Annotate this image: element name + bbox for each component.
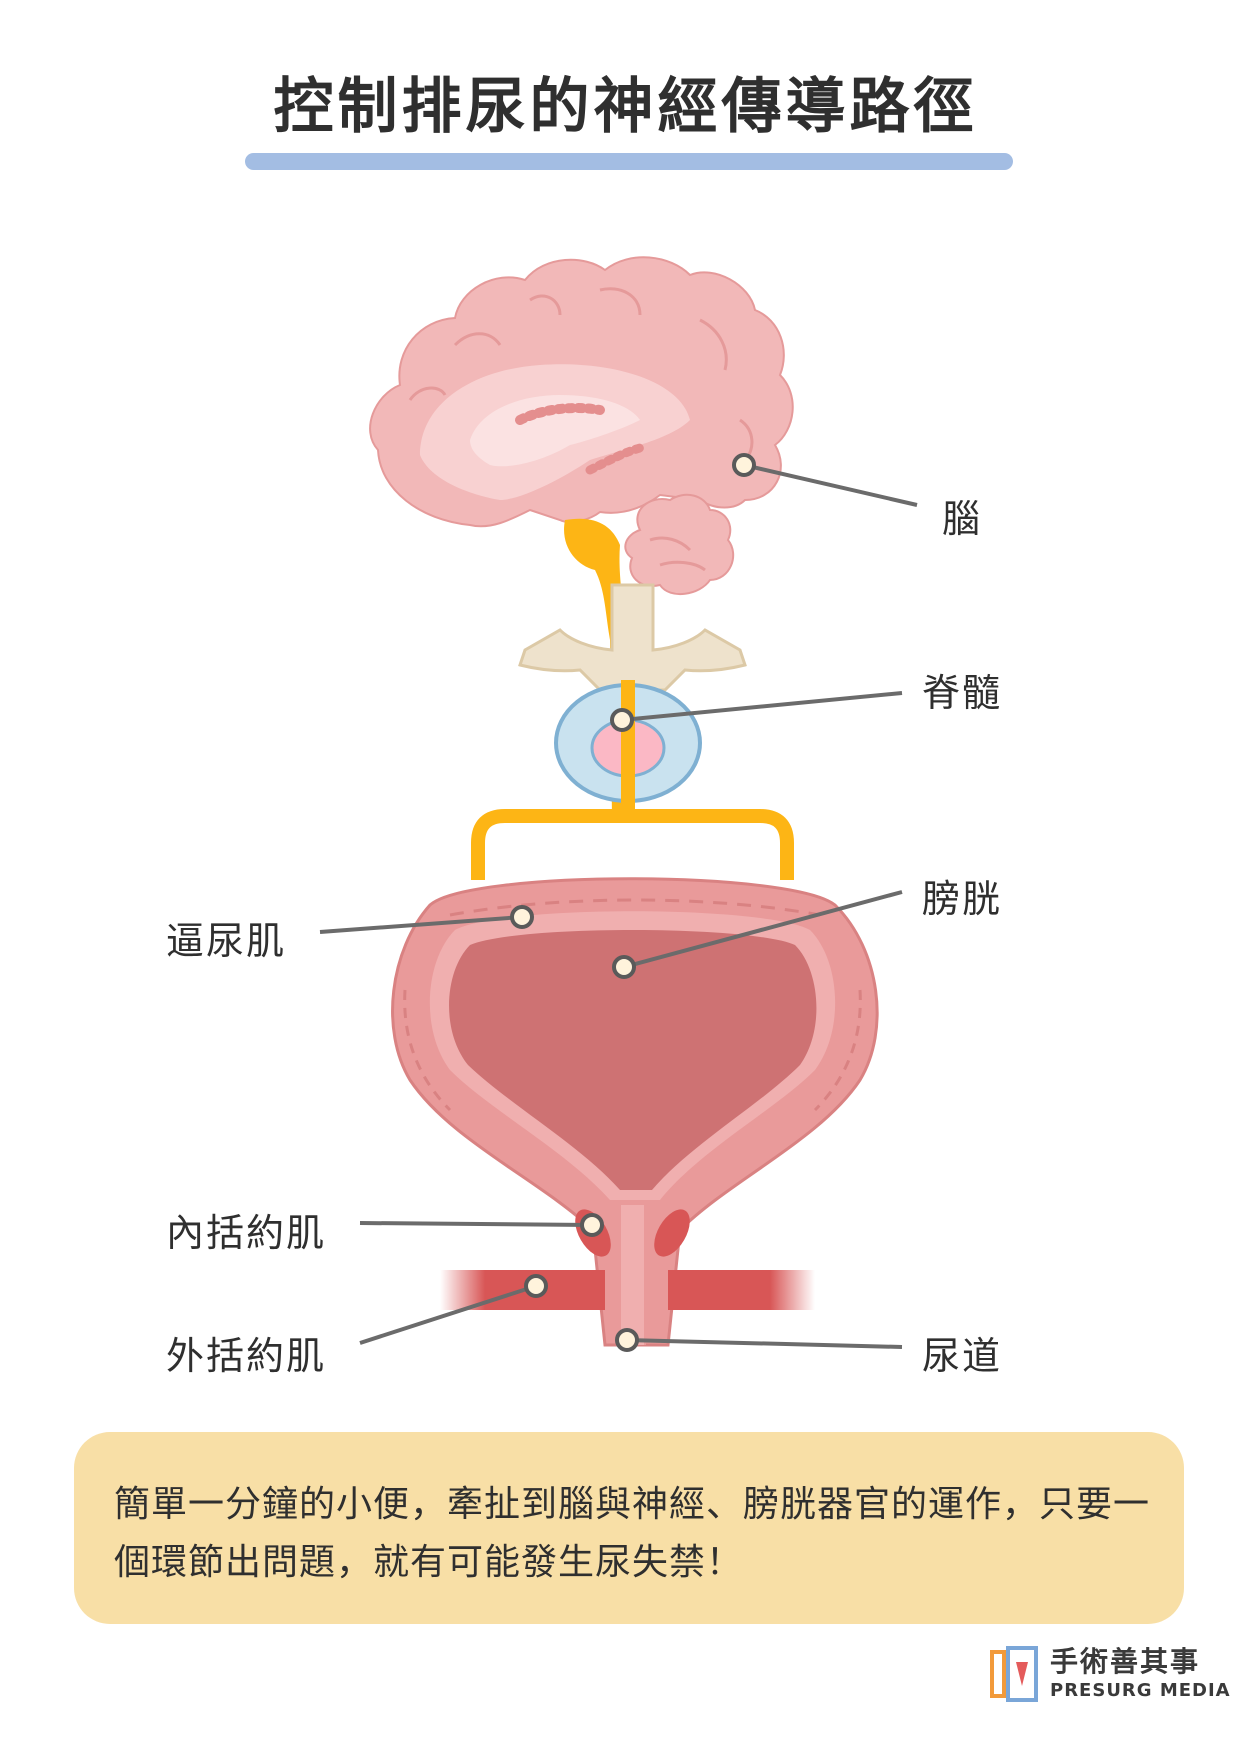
brand-logo: 手術善其事 PRESURG MEDIA <box>986 1638 1230 1718</box>
logo-name-en: PRESURG MEDIA <box>1050 1680 1231 1701</box>
leader-lines <box>319 463 918 1349</box>
note-box <box>74 1432 1184 1624</box>
label-detrusor: 逼尿肌 <box>166 919 287 963</box>
vertebra-illustration <box>518 583 747 820</box>
note-text: 簡單一分鐘的小便，牽扯到腦與神經、膀胱器官的運作，只要一個環節出問題，就有可能發… <box>114 1484 1151 1583</box>
label-spinal-cord: 脊髓 <box>922 671 1003 715</box>
logo-icon <box>990 1646 1038 1702</box>
leader-dots <box>510 453 756 1352</box>
label-urethra: 尿道 <box>922 1334 1003 1378</box>
label-internal-sphincter: 內括約肌 <box>166 1211 327 1255</box>
label-bladder: 膀胱 <box>922 877 1003 921</box>
title-underline <box>245 153 1013 170</box>
bladder-illustration <box>391 877 879 1347</box>
label-brain: 腦 <box>942 497 983 541</box>
brain-illustration <box>369 256 794 596</box>
logo-name-cn: 手術善其事 <box>1050 1645 1201 1678</box>
label-external-sphincter: 外括約肌 <box>166 1334 327 1378</box>
page-title: 控制排尿的神經傳導路徑 <box>273 72 978 142</box>
